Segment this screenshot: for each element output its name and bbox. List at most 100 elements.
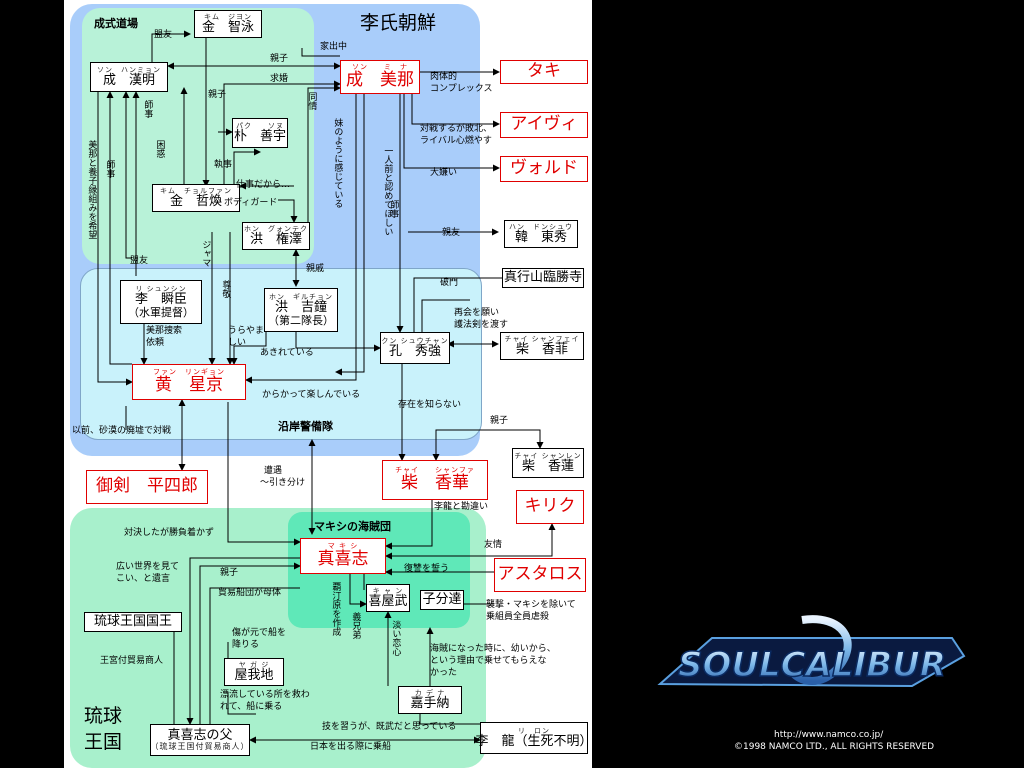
label-saikai: 再会を願い xyxy=(454,308,500,318)
label-meiyu2: 盟友 xyxy=(130,256,149,266)
kadena-name: 嘉手納 xyxy=(410,695,450,711)
node-maxi-father[interactable]: 真喜志の父 （琉球王国付貿易商人） xyxy=(150,724,250,756)
label-irai: 依頼 xyxy=(146,338,165,348)
label-akirete: あきれている xyxy=(260,348,314,358)
label-shiji4: 師事 xyxy=(388,200,399,218)
node-yaji[interactable]: ヤ ガ ジ 屋我地 xyxy=(224,658,284,686)
pirates-title: マキシの海賊団 xyxy=(314,520,391,533)
maxi-father-title: （琉球王国付貿易商人） xyxy=(150,741,250,751)
label-kizu: 傷が元で船を xyxy=(232,628,287,638)
label-hiroi: 広い世界を見て xyxy=(116,562,180,572)
label-kaizoku: 海賊になった時に、幼いから、 xyxy=(430,644,556,654)
label-shinyu: 親友 xyxy=(442,228,461,238)
kobuntachi-name: 子分達 xyxy=(422,592,462,608)
node-chai-xianghua[interactable]: チャイ シャンファ 柴 香華 xyxy=(382,460,488,500)
maxi-father-name: 真喜志の父 xyxy=(167,727,233,743)
label-shinseki: 親戚 xyxy=(306,264,325,274)
ivy-name: アイヴィ xyxy=(510,114,578,135)
lee-sunshin-ruby: リ シュンシン xyxy=(135,284,187,293)
logo-text: SOULCALIBUR xyxy=(678,645,946,685)
node-kong-xiuqiang[interactable]: クン シュウチャン 孔 秀強 xyxy=(380,332,450,364)
label-zenin: 乗組員全員虐殺 xyxy=(486,612,550,622)
node-ryukyu-king[interactable]: 琉球王国国王 xyxy=(84,612,182,632)
footer-url[interactable]: http://www.namco.co.jp/ xyxy=(774,730,884,740)
node-hong-giljong[interactable]: ホン ギルチョン 洪 吉鐘 （第二隊長） xyxy=(264,288,338,332)
node-voldo[interactable]: ヴォルド xyxy=(500,156,588,182)
node-kadena[interactable]: カ デ ナ 嘉手納 xyxy=(398,686,462,714)
node-hwang[interactable]: ファン リンギョン 黄 星京 xyxy=(132,364,246,400)
shingyo-temple-name: 真行山臨勝寺 xyxy=(503,270,582,286)
label-imouto: 妹のように感じている xyxy=(332,118,343,208)
node-kobuntachi[interactable]: 子分達 xyxy=(420,590,464,610)
seong-mina-ruby: ソン ミ ナ xyxy=(352,63,408,72)
kong-xiuqiang-name: 孔 秀強 xyxy=(388,343,441,359)
label-shitsuji: 執事 xyxy=(214,160,233,170)
node-chai-xianglian[interactable]: チャイ シャンレン 柴 香蓮 xyxy=(512,448,584,478)
label-kyukon: 求婚 xyxy=(270,74,289,84)
label-awai: 淡い恋心 xyxy=(390,620,401,656)
node-kim-cheolhwan[interactable]: キム チョルファン 金 哲煥 xyxy=(152,184,240,212)
joseon-title: 李氏朝鮮 xyxy=(360,12,437,34)
node-kilik[interactable]: キリク xyxy=(516,490,584,524)
node-seong-hanmyeong[interactable]: ソン ハンミョン 成 漢明 xyxy=(90,62,168,92)
label-mina-yoshi: 美那と養子縁組みを希望 xyxy=(86,140,97,239)
hwang-name: 黄 星京 xyxy=(155,374,223,395)
lee-sunshin-name: 李 瞬臣 xyxy=(134,292,187,308)
kim-cheolhwan-ruby: キム チョルファン xyxy=(160,186,232,195)
soulcalibur-logo: SOULCALIBUR xyxy=(657,615,966,688)
label-nihon: 日本を出る際に乗船 xyxy=(310,742,392,752)
li-long-ruby: リ ロン xyxy=(518,726,550,735)
kim-jiyong-name: 金 智泳 xyxy=(201,19,254,35)
label-nikutai: 肉体的 xyxy=(430,72,458,82)
label-bijutsu: 美那捜索 xyxy=(146,326,183,336)
label-goho: 護法剣を渡す xyxy=(454,320,509,330)
label-iedechu: 家出中 xyxy=(320,42,348,52)
node-ivy[interactable]: アイヴィ xyxy=(500,112,588,138)
chai-xianghua-ruby: チャイ シャンファ xyxy=(395,466,475,475)
node-kyanbu[interactable]: キ ャ ン 喜屋武 xyxy=(366,584,410,612)
node-li-long[interactable]: リ ロン 李 龍（生死不明） xyxy=(476,722,592,754)
connector-lines xyxy=(97,30,556,744)
node-seong-mina[interactable]: ソン ミ ナ 成 美那 xyxy=(340,60,420,94)
node-park[interactable]: パク ソヌ 朴 善宇 xyxy=(232,118,288,148)
label-oyako3: 親子 xyxy=(490,416,509,426)
node-maxi[interactable]: マ キ シ 真喜志 xyxy=(300,538,386,574)
label-yujo: 友情 xyxy=(484,540,503,550)
label-fukushu: 復讐を誓う xyxy=(404,564,450,574)
kim-cheolhwan-name: 金 哲煥 xyxy=(169,193,222,209)
seong-hanmyeong-ruby: ソン ハンミョン xyxy=(97,65,161,74)
taki-name: タキ xyxy=(527,61,561,82)
kim-jiyong-ruby: キム ジヨン xyxy=(204,12,252,21)
node-han-dongsu[interactable]: ハン ドンシュウ 韓 東秀 xyxy=(504,220,578,248)
label-hotei: 覇汀原を作成 xyxy=(330,582,341,636)
yaji-ruby: ヤ ガ ジ xyxy=(238,660,270,669)
label-jama: ジャマ xyxy=(200,240,211,267)
node-kim-jiyong[interactable]: キム ジヨン 金 智泳 xyxy=(194,10,262,38)
label-fune: れて、船に乗る xyxy=(220,702,283,712)
label-oyako2: 親子 xyxy=(208,90,227,100)
node-chai-xiangfei[interactable]: チャイ シャンフェイ 柴 香菲 xyxy=(500,332,584,360)
label-sabaku: 以前、砂漠の廃墟で対戦 xyxy=(72,426,172,436)
mitsurugi-name: 御剣 平四郎 xyxy=(96,476,198,497)
han-dongsu-name: 韓 東秀 xyxy=(514,229,567,245)
label-bodyguard: ボディガード xyxy=(224,198,278,208)
label-koi: こい、と遺言 xyxy=(116,574,171,584)
node-mitsurugi[interactable]: 御剣 平四郎 xyxy=(86,470,208,504)
li-long-name: 李 龍（生死不明） xyxy=(475,733,593,749)
ryukyu-king-name: 琉球王国国王 xyxy=(93,614,172,630)
label-shugeki: 襲撃・マキシを除いて xyxy=(486,600,576,610)
node-taki[interactable]: タキ xyxy=(500,60,588,84)
label-konwaku: 困惑 xyxy=(154,140,165,158)
kyanbu-ruby: キ ャ ン xyxy=(372,586,404,595)
hong-gwontaek-ruby: ホン グォンテク xyxy=(244,224,308,233)
label-ichinin: 一人前と認めてほしい xyxy=(382,146,393,236)
node-hong-gwontaek[interactable]: ホン グォンテク 洪 権澤 xyxy=(242,222,310,250)
label-shiji3: 師事 xyxy=(104,160,115,178)
node-shingyo-temple[interactable]: 真行山臨勝寺 xyxy=(502,268,584,288)
ryukyu-title: 琉球 王国 xyxy=(84,704,122,755)
coast-guard-title: 沿岸警備隊 xyxy=(278,420,333,433)
node-astaroth[interactable]: アスタロス xyxy=(494,558,586,592)
hong-giljong-name: 洪 吉鐘 xyxy=(274,300,327,316)
ryukyu-title-line1: 琉球 xyxy=(84,705,123,727)
node-lee-sunshin[interactable]: リ シュンシン 李 瞬臣 （水軍提督） xyxy=(120,280,202,324)
